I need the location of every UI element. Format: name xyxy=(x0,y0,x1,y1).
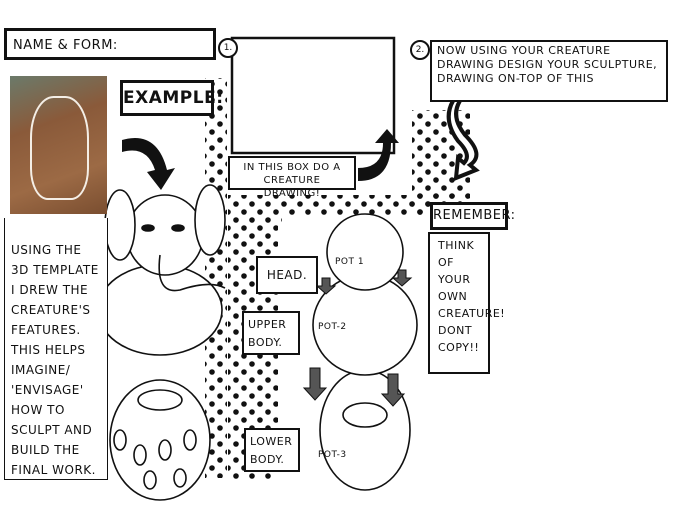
explanation-text: USING THE 3D TEMPLATE I DREW THE CREATUR… xyxy=(4,218,108,480)
arrow-down-icon xyxy=(391,269,413,287)
pot-1-label: POT 1 xyxy=(335,257,365,267)
elephant-sculpture-sketch xyxy=(97,184,226,501)
remember-note: THINK OF YOUR OWN CREATURE! DONT COPY!! xyxy=(428,232,505,374)
arrow-down-icon xyxy=(315,277,337,295)
example-sculpture-photo xyxy=(10,76,107,214)
step-1-badge: 1. xyxy=(218,38,238,58)
curved-arrow-icon xyxy=(446,83,480,182)
arrow-down-icon xyxy=(380,373,406,407)
name-form-label: NAME & FORM: xyxy=(13,38,118,53)
curved-arrow-icon xyxy=(122,138,175,190)
pot-3-label: POT-3 xyxy=(318,450,347,460)
head-label: HEAD. xyxy=(256,256,318,294)
pot-2-label: POT-2 xyxy=(318,322,347,332)
pot-1 xyxy=(326,213,404,291)
step-2-instruction: NOW USING YOUR CREATURE DRAWING DESIGN Y… xyxy=(430,40,668,102)
arrow-down-icon xyxy=(302,367,328,401)
curved-arrow-icon xyxy=(358,129,399,181)
upper-body-label: UPPER BODY. xyxy=(242,311,300,355)
creature-drawing-caption: IN THIS BOX DO A CREATURE DRAWING! xyxy=(228,156,356,199)
example-label: EXAMPLE: xyxy=(120,80,223,116)
dotted-band-left xyxy=(205,78,227,478)
name-form-field[interactable]: NAME & FORM: xyxy=(4,28,216,60)
pot-template xyxy=(312,213,418,491)
step-2-badge: 2. xyxy=(410,40,430,60)
creature-drawing-box xyxy=(230,36,396,155)
remember-title: REMEMBER: xyxy=(430,202,515,230)
lower-body-label: LOWER BODY. xyxy=(244,428,300,472)
